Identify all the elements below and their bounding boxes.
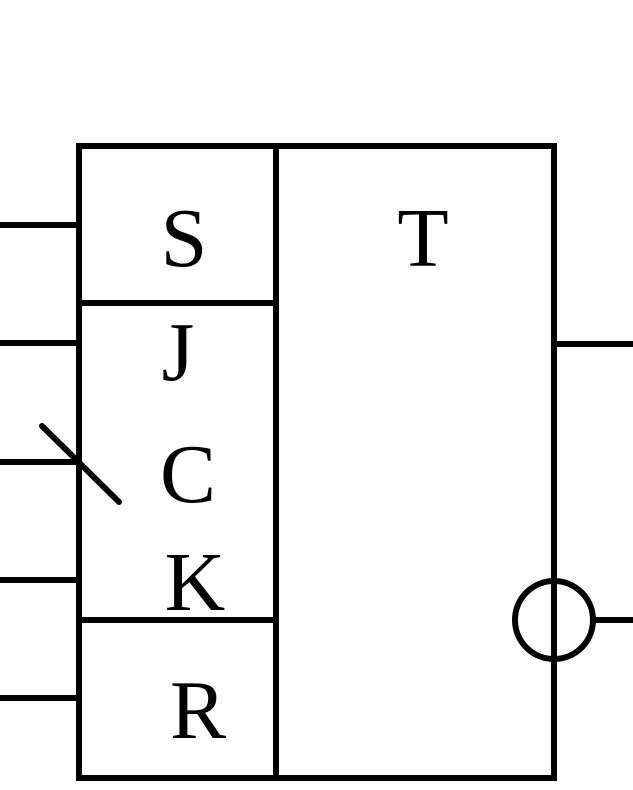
clock-edge-slash	[39, 423, 122, 505]
label-j: J	[162, 306, 195, 399]
label-c: C	[160, 428, 216, 521]
label-t: T	[397, 192, 448, 285]
label-k: K	[165, 536, 226, 629]
label-r: R	[170, 664, 226, 757]
label-s: S	[161, 192, 208, 285]
outer-body	[76, 143, 557, 781]
